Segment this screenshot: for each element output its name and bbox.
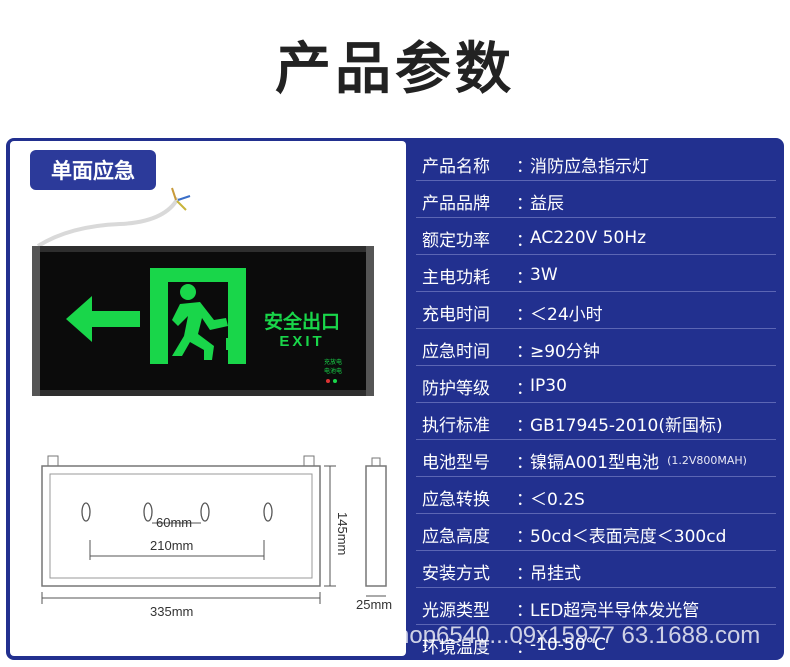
spec-row-battery: 电池型号：镍镉A001型电池(1.2V800MAH) [416, 444, 776, 477]
dim-label-210: 210mm [150, 538, 194, 553]
mount-tab-left [47, 455, 59, 467]
sign-end-cap-right [366, 246, 374, 396]
dim-label-60: 60mm [156, 515, 193, 530]
spec-row-light-source: 光源类型：LED超亮半导体发光管 [416, 592, 776, 625]
exit-step [226, 338, 242, 350]
dim-label-145: 145mm [335, 512, 350, 556]
spec-row-name: 产品名称：消防应急指示灯 [416, 148, 776, 181]
spec-row-charge-time: 充电时间：＜24小时 [416, 296, 776, 329]
spec-row-rated-power: 额定功率：AC220V 50Hz [416, 222, 776, 255]
indicator-led-green [333, 379, 337, 383]
dim-label-25: 25mm [356, 597, 393, 612]
spec-row-brand: 产品品牌：益辰 [416, 185, 776, 218]
product-illustration: 安全出口 EXIT 充放电 电池电 [32, 187, 387, 604]
front-outline [41, 465, 321, 587]
dim-label-335: 335mm [150, 604, 194, 619]
spec-list: 产品名称：消防应急指示灯 产品品牌：益辰 额定功率：AC220V 50Hz 主电… [416, 148, 776, 665]
side-mount-tab [371, 457, 381, 467]
mount-tab-right [303, 455, 315, 467]
watermark: shop6540...09x15977 63.1688.com [384, 622, 761, 649]
power-cable [36, 196, 180, 248]
door-frame-icon [150, 268, 246, 364]
front-inner-outline [49, 473, 313, 579]
type-badge: 单面应急 [30, 150, 156, 190]
page-title: 产品参数 [275, 37, 515, 102]
spec-row-protection: 防护等级：IP30 [416, 370, 776, 403]
wire-brown [171, 187, 177, 201]
product-image-panel [10, 141, 406, 656]
indicator-led-red [326, 379, 330, 383]
spec-row-install: 安装方式：吊挂式 [416, 555, 776, 588]
wire-blue [177, 195, 191, 201]
arrow-left-icon [66, 296, 140, 342]
sign-text-cn: 安全出口 [264, 310, 340, 333]
spec-row-emergency-time: 应急时间：≥90分钟 [416, 333, 776, 366]
wire-yellow [176, 200, 187, 211]
spec-row-brightness: 应急高度：50cd＜表面亮度＜300cd [416, 518, 776, 551]
spec-row-switch: 应急转换：＜0.2S [416, 481, 776, 514]
sign-small-label-2: 电池电 [324, 367, 342, 375]
sign-small-label-1: 充放电 [324, 358, 342, 366]
sign-end-cap-left [32, 246, 40, 396]
running-man-icon [172, 302, 228, 360]
spec-row-temperature: 环境温度：-10-50°C [422, 635, 606, 658]
spec-row-standard: 执行标准：GB17945-2010(新国标) [416, 407, 776, 440]
mounting-holes [81, 502, 273, 522]
spec-row-consumption: 主电功耗：3W [416, 259, 776, 292]
running-man-head [180, 284, 196, 300]
sign-text-en: EXIT [279, 333, 324, 350]
side-outline [365, 465, 387, 587]
